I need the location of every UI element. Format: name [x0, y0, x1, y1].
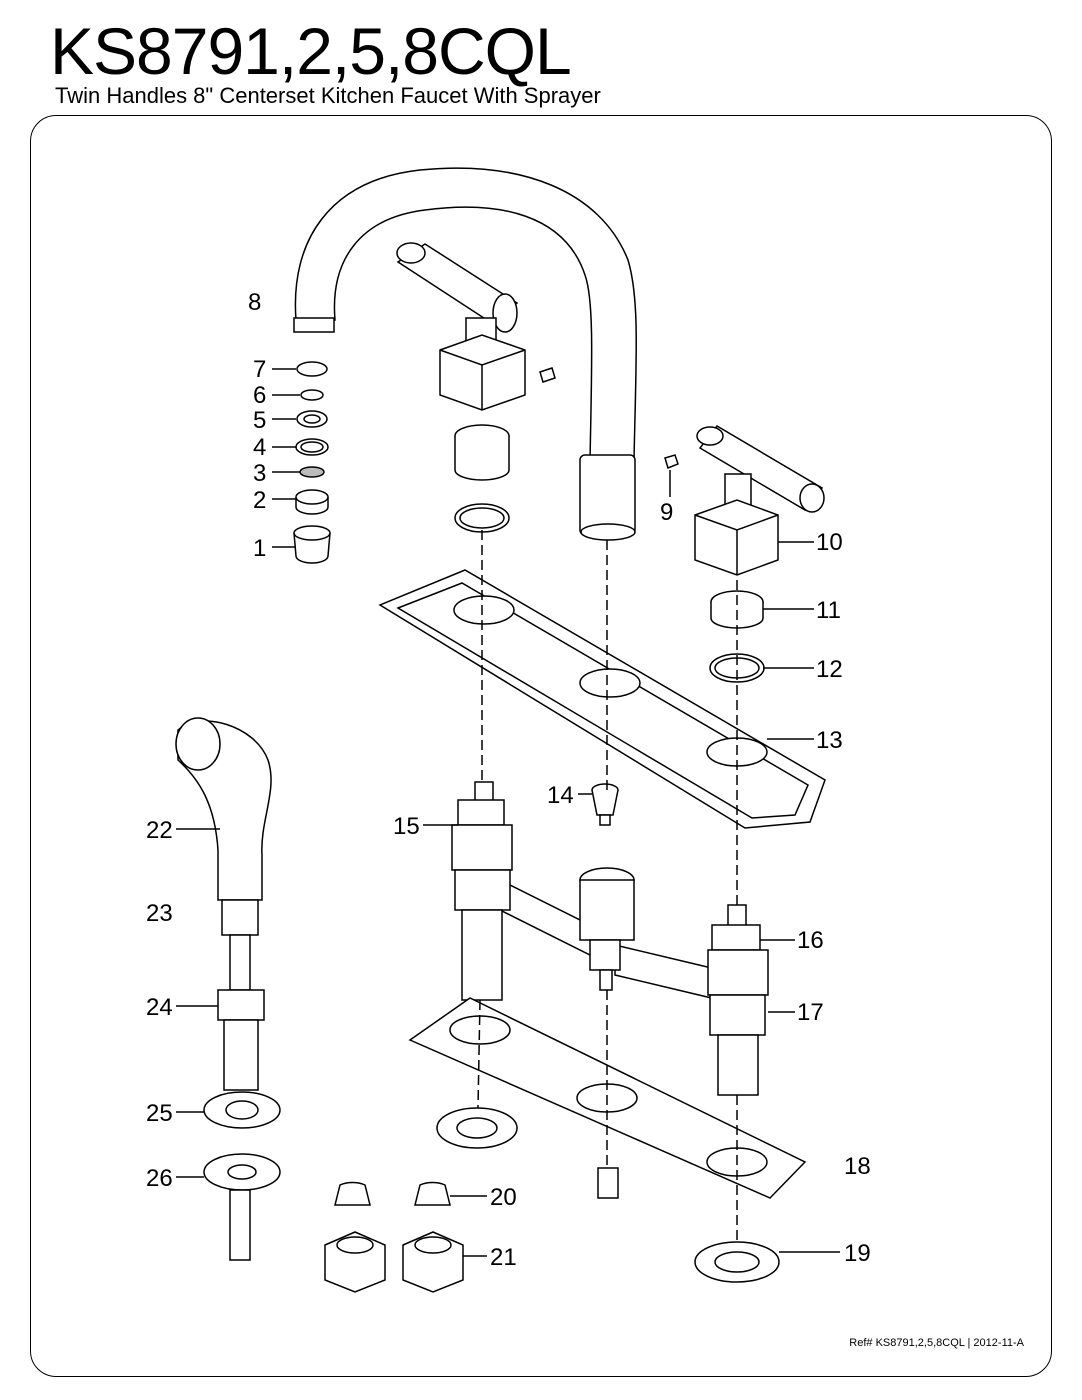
part-label-8: 8: [248, 289, 261, 316]
part-label-13: 13: [816, 727, 843, 754]
compression-fittings-drawing: [324, 1181, 464, 1293]
left-nut-drawing: [454, 424, 510, 533]
part-label-21: 21: [490, 1244, 517, 1271]
part-label-5: 5: [253, 407, 266, 434]
top-plate-drawing: [378, 569, 826, 829]
diagram-frame: [30, 115, 1052, 1377]
part-label-19: 19: [844, 1240, 871, 1267]
reference-code: Ref# KS8791,2,5,8CQL | 2012-11-A: [849, 1337, 1024, 1349]
sprayer-drawing: [175, 717, 281, 1261]
part-label-22: 22: [146, 817, 173, 844]
right-handle-drawing: [664, 425, 825, 576]
part-label-1: 1: [253, 535, 266, 562]
mounting-nuts-drawing: [436, 1107, 780, 1283]
part-label-7: 7: [253, 356, 266, 383]
centerlines: [477, 530, 738, 1242]
diverter-drawing: [591, 783, 619, 826]
part-label-25: 25: [146, 1100, 173, 1127]
part-label-10: 10: [816, 529, 843, 556]
supply-line-drawing: [597, 1167, 619, 1199]
valve-body-drawing: [451, 781, 769, 1096]
part-number-labels: 8 7 6 5 4 3 2 1 9 10 11 12 13 14 15 16 1…: [146, 289, 871, 1271]
part-label-15: 15: [393, 813, 420, 840]
spout-drawing: [293, 167, 638, 541]
part-label-16: 16: [797, 927, 824, 954]
part-label-26: 26: [146, 1165, 173, 1192]
page-title: KS8791,2,5,8CQL: [50, 14, 572, 88]
leader-lines: [176, 368, 840, 1257]
part-label-6: 6: [253, 382, 266, 409]
part-label-11: 11: [816, 597, 841, 624]
part-label-3: 3: [253, 460, 266, 487]
aerator-parts: [293, 361, 331, 564]
left-handle-drawing: [396, 242, 556, 411]
part-label-2: 2: [253, 487, 266, 514]
part-label-24: 24: [146, 994, 173, 1021]
part-label-18: 18: [844, 1153, 871, 1180]
page-subtitle: Twin Handles 8" Centerset Kitchen Faucet…: [55, 83, 601, 108]
part-label-23: 23: [146, 900, 173, 927]
part-label-20: 20: [490, 1184, 517, 1211]
part-label-14: 14: [547, 782, 574, 809]
part-label-9: 9: [660, 499, 673, 526]
part-label-12: 12: [816, 656, 843, 683]
part-label-4: 4: [253, 434, 266, 461]
part-label-17: 17: [797, 999, 824, 1026]
